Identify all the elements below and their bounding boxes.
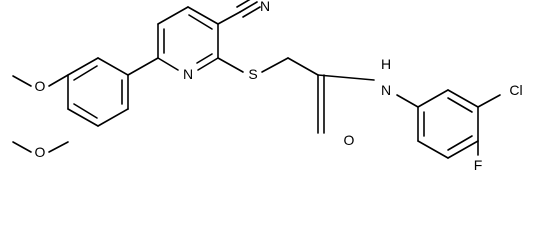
bond xyxy=(317,74,375,81)
bond xyxy=(242,6,261,18)
bond xyxy=(236,0,251,8)
bond-lines xyxy=(12,0,501,159)
carbonyl-oxygen-label: O xyxy=(344,132,355,148)
bond xyxy=(97,108,129,127)
bond xyxy=(447,97,473,113)
bond xyxy=(187,6,219,25)
bond xyxy=(417,89,449,108)
bond xyxy=(287,57,319,76)
nitrile-nitrogen-label: N xyxy=(260,0,270,14)
bond xyxy=(447,89,479,108)
bond xyxy=(48,74,69,87)
bond xyxy=(188,14,213,30)
chlorine-label: Cl xyxy=(509,82,522,98)
pyridine-nitrogen-label: N xyxy=(183,66,193,82)
fluorine-label: F xyxy=(474,157,483,173)
sulfur-label: S xyxy=(248,66,257,82)
bond xyxy=(12,141,32,153)
bond xyxy=(477,94,501,108)
bond xyxy=(157,6,189,25)
bond xyxy=(447,135,473,151)
bond xyxy=(67,57,99,76)
bond xyxy=(217,57,244,73)
bond xyxy=(67,108,99,127)
bond xyxy=(417,140,449,159)
atom-labels: O O N N S O H N Cl F xyxy=(35,0,523,173)
amide-nitrogen-label: N xyxy=(381,82,391,98)
methoxy-oxygen-lower-label: O xyxy=(35,144,46,160)
bond xyxy=(157,57,179,71)
bond xyxy=(217,11,241,25)
bond xyxy=(396,94,419,108)
bond xyxy=(127,57,159,76)
bond xyxy=(73,65,98,81)
bond xyxy=(97,57,129,76)
bond xyxy=(12,75,32,87)
bond xyxy=(197,57,219,71)
bond xyxy=(196,53,213,64)
bond xyxy=(447,140,479,159)
bond xyxy=(261,57,289,73)
bond xyxy=(239,1,258,13)
bond xyxy=(48,141,69,153)
chemical-structure: O O N N S O H N Cl F xyxy=(12,0,523,173)
bond xyxy=(73,103,98,119)
methoxy-oxygen-upper-label: O xyxy=(35,78,46,94)
amide-hydrogen-label: H xyxy=(381,56,391,72)
